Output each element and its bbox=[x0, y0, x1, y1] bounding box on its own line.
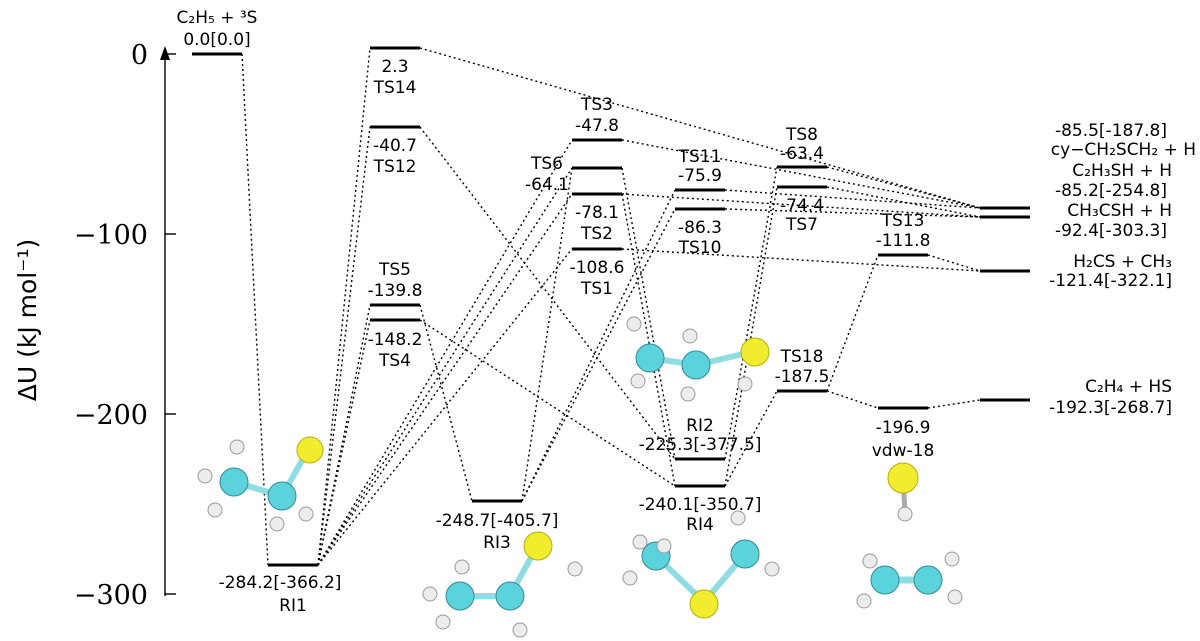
label-p-h2cs-name: H₂CS + CH₃ bbox=[1073, 252, 1172, 272]
label-p-cy-value: -85.5[-187.8] bbox=[1055, 121, 1167, 141]
label-vdw18-value: -196.9 bbox=[876, 418, 931, 438]
y-tick-label: −100 bbox=[74, 220, 148, 251]
label-ts8-value: -63.4 bbox=[780, 144, 824, 164]
label-ri1-name: RI1 bbox=[279, 596, 307, 616]
label-ri2-value: -225.3[-377.5] bbox=[639, 435, 762, 455]
label-p-c2h3sh-name: C₂H₃SH + H bbox=[1072, 161, 1172, 181]
connector-lines bbox=[241, 47, 981, 566]
label-ts5-value: -139.8 bbox=[368, 281, 423, 301]
molecule-c2h4 bbox=[856, 551, 963, 609]
label-ts12-value: -40.7 bbox=[373, 136, 417, 156]
label-ts3-name: TS3 bbox=[580, 95, 613, 115]
molecule-ri4 bbox=[622, 510, 780, 619]
label-ts7-value: -74.4 bbox=[780, 196, 824, 216]
label-ts4-value: -148.2 bbox=[368, 330, 423, 350]
label-ts6-value: -64.1 bbox=[525, 175, 569, 195]
molecule-ri2 bbox=[626, 316, 770, 402]
y-tick-label: −300 bbox=[74, 580, 148, 611]
label-p-h2cs-value: -121.4[-322.1] bbox=[1049, 271, 1172, 291]
label-ts1-value: -108.6 bbox=[570, 258, 625, 278]
energy-levels bbox=[192, 46, 1030, 567]
label-p-ch3csh-name: CH₃CSH + H bbox=[1067, 201, 1172, 221]
label-ts1-name: TS1 bbox=[580, 279, 613, 299]
label-ts8-name: TS8 bbox=[785, 125, 818, 145]
label-ts2-value: -78.1 bbox=[575, 203, 619, 223]
molecule-ri3 bbox=[422, 531, 583, 638]
label-ts2-name: TS2 bbox=[580, 224, 613, 244]
label-ts11-value: -75.9 bbox=[678, 166, 722, 186]
molecule-hs bbox=[887, 462, 919, 522]
label-ts18-name: TS18 bbox=[780, 347, 824, 367]
label-ts10-value: -86.3 bbox=[678, 218, 722, 238]
y-axis-label: ΔU (kJ mol⁻¹) bbox=[13, 239, 42, 401]
label-reactant-value: 0.0[0.0] bbox=[183, 30, 250, 50]
label-ri4-name: RI4 bbox=[686, 515, 714, 535]
label-ri3-value: -248.7[-405.7] bbox=[436, 511, 559, 531]
label-p-ch3csh-value: -92.4[-303.3] bbox=[1055, 221, 1167, 241]
label-ts18-value: -187.5 bbox=[775, 367, 830, 387]
label-reactant-name: C₂H₅ + ³S bbox=[177, 8, 258, 28]
label-ts12-name: TS12 bbox=[373, 157, 417, 177]
label-p-cy-name: cy−CH₂SCH₂ + H bbox=[1051, 140, 1196, 160]
label-ts13-value: -111.8 bbox=[876, 231, 931, 251]
label-ts6-name: TS6 bbox=[530, 154, 563, 174]
y-tick-label: 0 bbox=[131, 40, 148, 71]
label-ri1-value: -284.2[-366.2] bbox=[219, 573, 342, 593]
y-axis-arrow bbox=[160, 46, 170, 60]
label-ri3-name: RI3 bbox=[483, 533, 511, 553]
label-ts10-name: TS10 bbox=[678, 238, 722, 258]
label-ts11-name: TS11 bbox=[678, 147, 722, 167]
label-ts13-name: TS13 bbox=[881, 211, 925, 231]
label-ts14-name: TS14 bbox=[373, 78, 417, 98]
label-ts14-value: 2.3 bbox=[381, 57, 408, 77]
level-labels: C₂H₅ + ³S 0.0[0.0] 2.3 TS14 -40.7 TS12 T… bbox=[177, 8, 1196, 616]
label-p-c2h4-value: -192.3[-268.7] bbox=[1049, 398, 1172, 418]
label-ts7-name: TS7 bbox=[785, 215, 818, 235]
molecule-c2h5s bbox=[197, 436, 324, 532]
label-ts3-value: -47.8 bbox=[575, 116, 619, 136]
label-ri2-name: RI2 bbox=[686, 416, 714, 436]
label-ri4-value: -240.1[-350.7] bbox=[639, 495, 762, 515]
label-p-c2h4-name: C₂H₄ + HS bbox=[1085, 377, 1172, 397]
label-p-c2h3sh-value: -85.2[-254.8] bbox=[1055, 181, 1167, 201]
label-vdw18-name: vdw-18 bbox=[872, 441, 935, 461]
y-tick-label: −200 bbox=[74, 400, 148, 431]
label-ts5-name: TS5 bbox=[378, 260, 411, 280]
label-ts4-name: TS4 bbox=[378, 351, 411, 371]
